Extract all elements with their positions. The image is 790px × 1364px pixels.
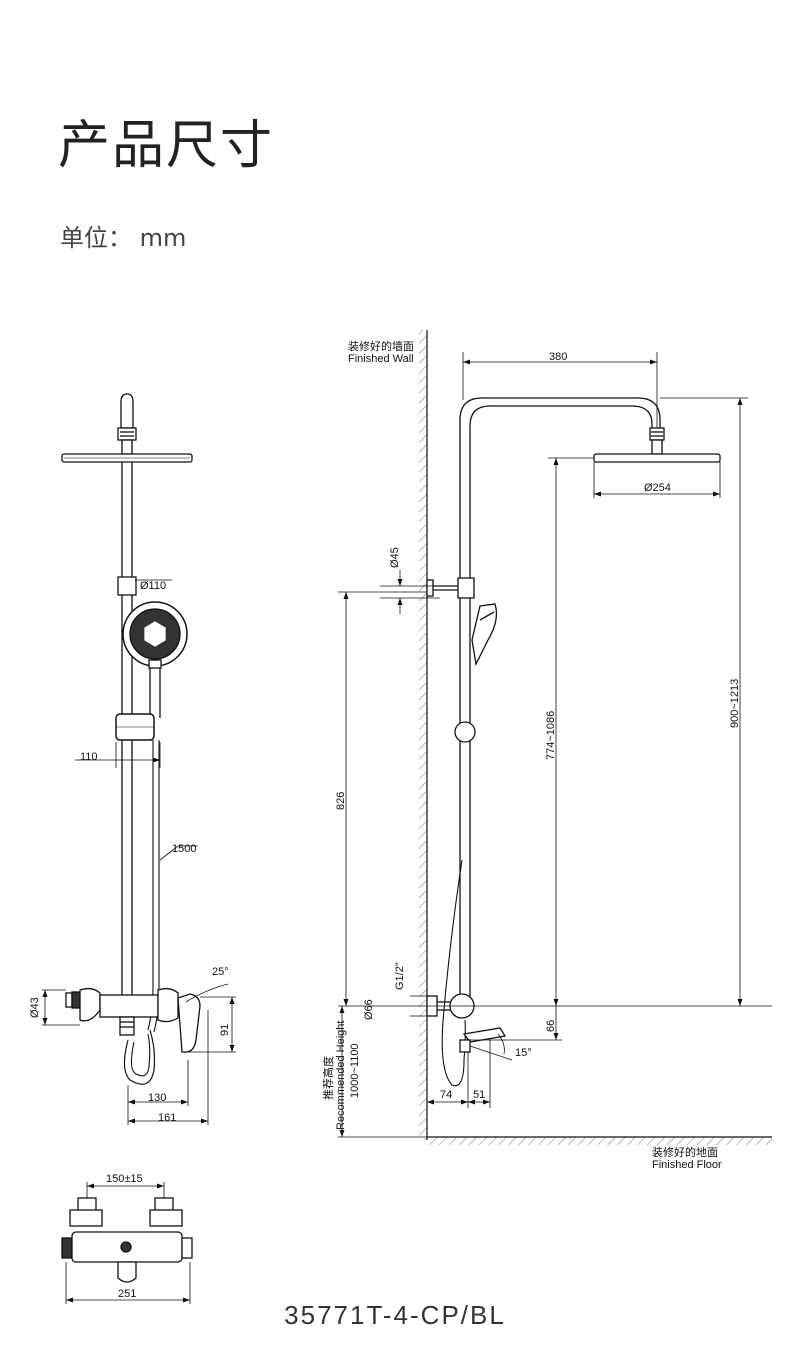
model-number: 35771T-4-CP/BL [284,1300,506,1330]
side-view-labels: 380 Ø254 Ø45 826 774~1086 900~1213 G1/2"… [321,351,741,1130]
side-view-dimensions [338,352,772,1138]
dim-angle25: 25° [212,966,229,978]
mixer-labels: 150±15 251 [106,1173,143,1300]
dim-angle15: 15° [515,1047,532,1059]
recommended-height-cn: 推荐高度 [321,1056,335,1100]
dim-d45: Ø45 [389,547,401,568]
dim-w110: 110 [80,751,98,763]
dim-w380: 380 [549,351,567,363]
dim-w150: 150±15 [106,1173,143,1185]
front-view-labels: Ø110 110 1500 Ø43 25° 91 130 161 [29,580,231,1124]
side-view [426,397,721,1087]
dim-d66: Ø66 [363,999,375,1020]
page-title: 产品尺寸 [58,116,275,176]
floor-label-cn: 装修好的地面 [652,1145,718,1159]
recommended-height-range: 1000~1100 [349,1043,361,1098]
dim-h826: 826 [335,792,347,810]
wall-label-en: Finished Wall [348,353,414,365]
floor-label-en: Finished Floor [652,1159,722,1171]
dim-hose-1500: 1500 [172,843,196,855]
wall-label-cn: 装修好的墙面 [348,339,414,353]
dim-h900: 900~1213 [729,679,741,728]
dim-g12: G1/2" [394,962,406,990]
front-view [61,393,201,1085]
dim-w74: 74 [440,1089,452,1101]
dim-d43: Ø43 [29,997,41,1018]
dim-d254: Ø254 [644,482,671,494]
dim-h91: 91 [219,1024,231,1036]
dim-h774: 774~1086 [545,711,557,760]
unit-label: 单位： mm [60,224,187,252]
dim-w251: 251 [118,1288,136,1300]
dim-d110: Ø110 [140,580,166,592]
recommended-height-en: Recommended Height [335,1021,347,1130]
dim-h66: 66 [545,1020,557,1032]
wall-labels: 装修好的墙面 Finished Wall 装修好的地面 Finished Flo… [348,339,722,1171]
dim-w161: 161 [158,1112,176,1124]
front-view-dimensions [42,579,236,1125]
dim-w130: 130 [148,1092,166,1104]
mixer-top-view [61,1197,193,1283]
dim-w51: 51 [473,1089,485,1101]
mixer-dimensions [65,1182,191,1304]
